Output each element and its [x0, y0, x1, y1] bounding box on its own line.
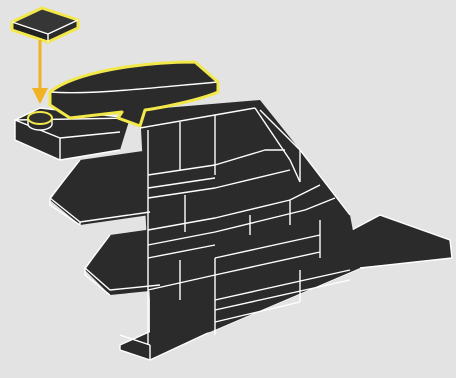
down-arrow-icon: [32, 40, 48, 104]
new-tile-part: [12, 8, 78, 42]
model-body: [15, 100, 452, 360]
stud-on-head: [28, 112, 52, 130]
step-three-brick: [85, 228, 160, 295]
